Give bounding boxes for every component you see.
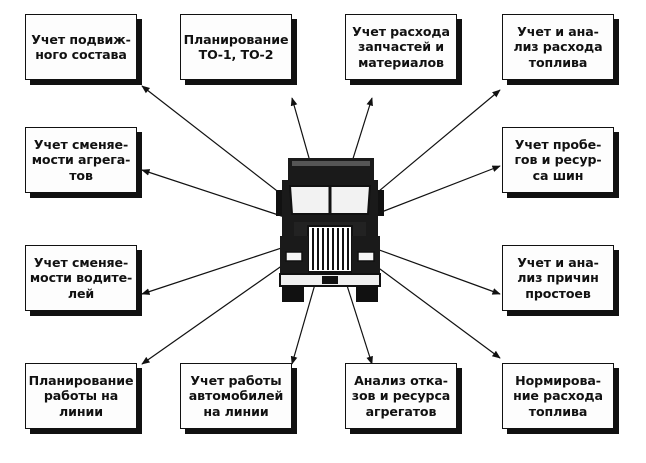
- box-vehicle-work-text: Учет работы автомобилей на линии: [188, 373, 284, 419]
- box-tire-mileage: Учет пробе- гов и ресур- са шин: [502, 127, 614, 193]
- box-tire-mileage-text: Учет пробе- гов и ресур- са шин: [514, 137, 602, 183]
- truck-icon: [276, 158, 384, 302]
- box-parts-consumption: Учет расхода запчастей и материалов: [345, 14, 457, 80]
- box-downtime-analysis-text: Учет и ана- лиз причин простоев: [517, 255, 599, 301]
- box-failure-analysis: Анализ отка- зов и ресурса агрегатов: [345, 363, 457, 429]
- box-driver-replacement: Учет сменяе- мости водите- лей: [25, 245, 137, 311]
- box-rolling-stock-text: Учет подвиж- ного состава: [31, 31, 131, 62]
- box-unit-replacement-text: Учет сменяе- мости агрега- тов: [31, 137, 131, 183]
- box-parts-consumption-text: Учет расхода запчастей и материалов: [352, 24, 450, 70]
- box-fuel-norming: Нормирова- ние расхода топлива: [502, 363, 614, 429]
- box-vehicle-work: Учет работы автомобилей на линии: [180, 363, 292, 429]
- box-fuel-norming-text: Нормирова- ние расхода топлива: [513, 373, 603, 419]
- box-rolling-stock: Учет подвиж- ного состава: [25, 14, 137, 80]
- box-fuel-consumption-text: Учет и ана- лиз расхода топлива: [513, 24, 603, 70]
- box-to-planning: Планирование ТО-1, ТО-2: [180, 14, 292, 80]
- box-fuel-consumption: Учет и ана- лиз расхода топлива: [502, 14, 614, 80]
- box-to-planning-text: Планирование ТО-1, ТО-2: [183, 31, 289, 62]
- box-driver-replacement-text: Учет сменяе- мости водите- лей: [29, 255, 133, 301]
- box-failure-analysis-text: Анализ отка- зов и ресурса агрегатов: [351, 373, 451, 419]
- box-unit-replacement: Учет сменяе- мости агрега- тов: [25, 127, 137, 193]
- box-line-planning-text: Планирование работы на линии: [28, 373, 134, 419]
- box-line-planning: Планирование работы на линии: [25, 363, 137, 429]
- box-downtime-analysis: Учет и ана- лиз причин простоев: [502, 245, 614, 311]
